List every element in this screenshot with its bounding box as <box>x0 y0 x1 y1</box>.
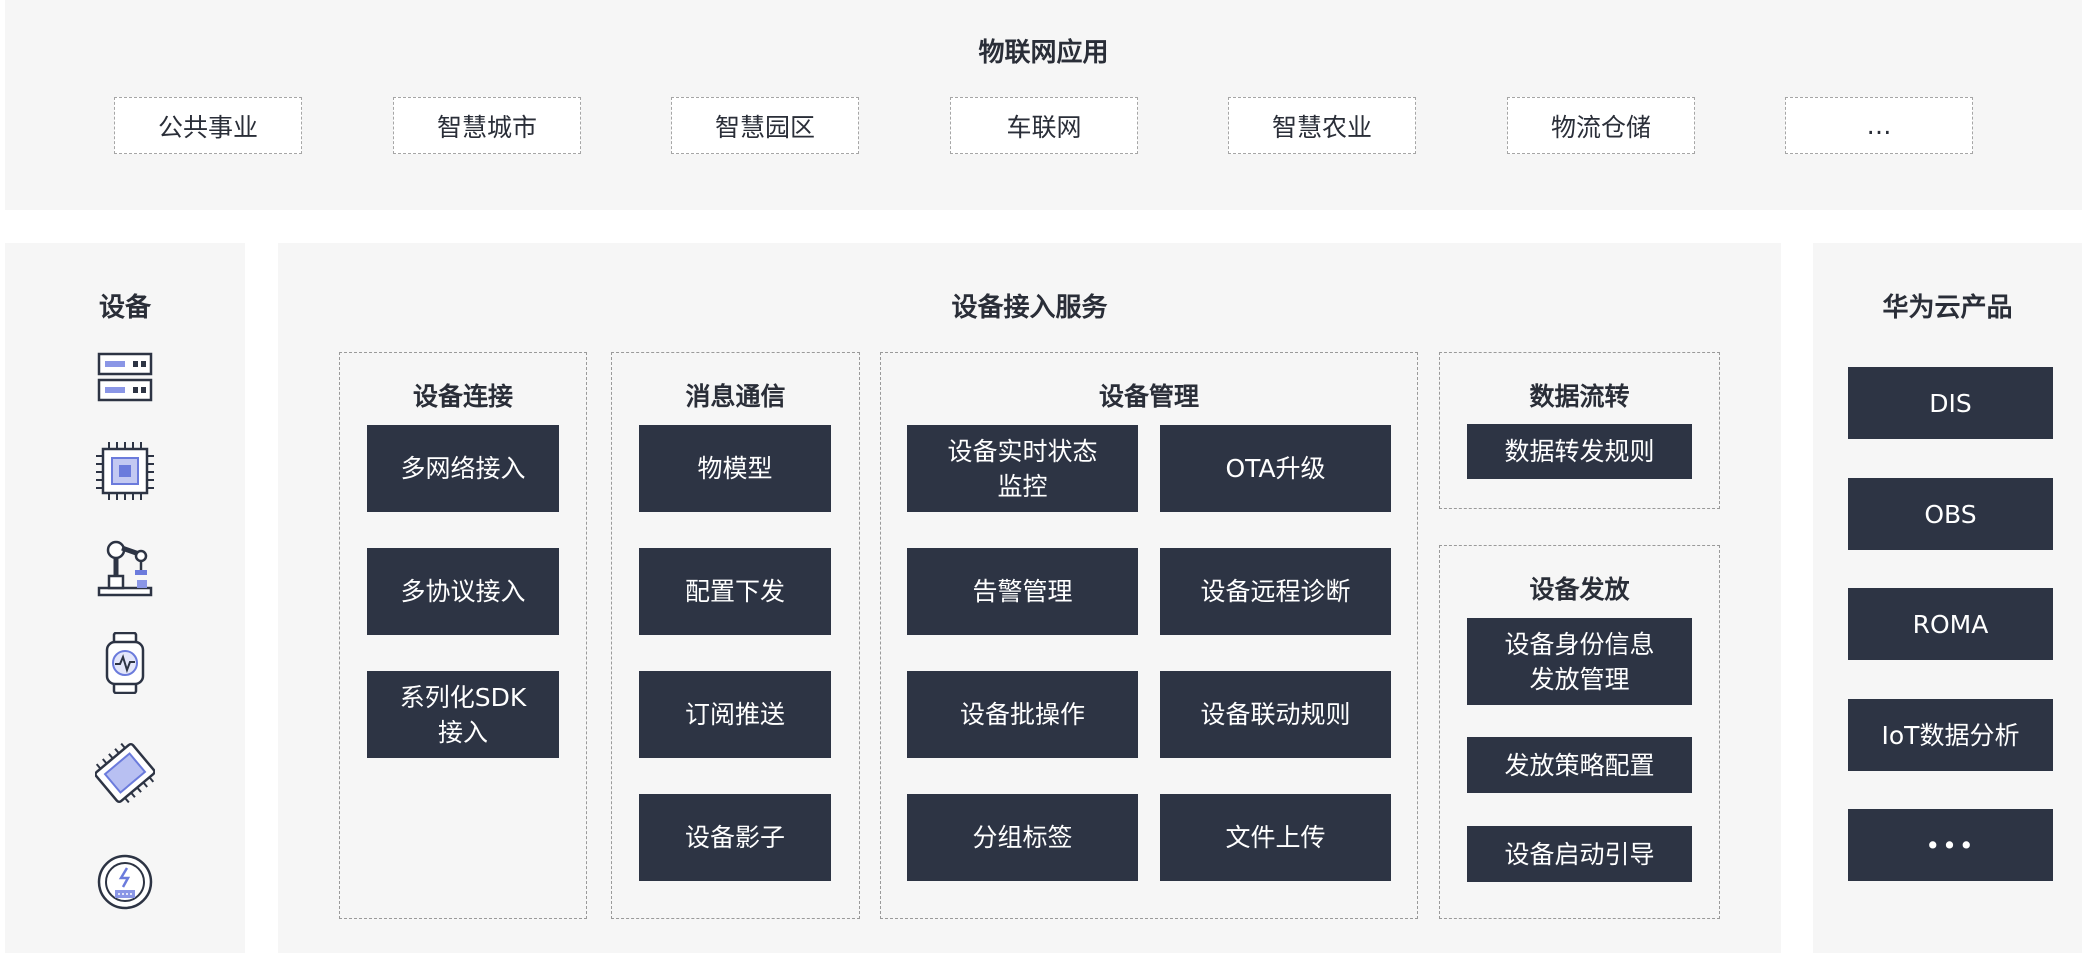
app-logistics-warehousing: 物流仓储 <box>1507 97 1695 154</box>
chip-icon <box>95 440 155 502</box>
app-smart-city: 智慧城市 <box>393 97 581 154</box>
multi-network-access: 多网络接入 <box>367 425 559 512</box>
cloud-product-dis: DIS <box>1848 367 2053 439</box>
cloud-product-roma: ROMA <box>1848 588 2053 660</box>
alarm-management: 告警管理 <box>907 548 1138 635</box>
group-messaging: 消息通信 <box>611 352 860 919</box>
app-smart-agriculture: 智慧农业 <box>1228 97 1416 154</box>
robot-arm-icon <box>95 536 155 598</box>
cloud-product-iot-analytics: IoT数据分析 <box>1848 699 2053 771</box>
group-device-provisioning-title: 设备发放 <box>1529 575 1630 604</box>
group-device-connection-title: 设备连接 <box>412 382 513 411</box>
device-bootstrap: 设备启动引导 <box>1467 826 1692 882</box>
group-data-flow: 数据流转 <box>1439 352 1720 509</box>
group-data-flow-title: 数据流转 <box>1529 382 1630 411</box>
device-shadow: 设备影子 <box>639 794 831 881</box>
config-delivery: 配置下发 <box>639 548 831 635</box>
app-public-utilities: 公共事业 <box>114 97 302 154</box>
group-device-management: 设备管理 <box>880 352 1418 919</box>
ota-upgrade: OTA升级 <box>1160 425 1391 512</box>
identity-provisioning-management: 设备身份信息 发放管理 <box>1467 618 1692 705</box>
iot-apps-title: 物联网应用 <box>978 38 1109 68</box>
cloud-products-title: 华为云产品 <box>1882 293 2013 323</box>
smartwatch-icon <box>95 632 155 694</box>
app-connected-vehicles: 车联网 <box>950 97 1138 154</box>
group-device-management-title: 设备管理 <box>1098 382 1199 411</box>
subscription-push: 订阅推送 <box>639 671 831 758</box>
sdk-access: 系列化SDK 接入 <box>367 671 559 758</box>
smart-meter-icon <box>95 850 155 912</box>
app-smart-park: 智慧园区 <box>671 97 859 154</box>
thing-model: 物模型 <box>639 425 831 512</box>
device-access-service-title: 设备接入服务 <box>951 293 1108 323</box>
file-upload: 文件上传 <box>1160 794 1391 881</box>
batch-operations: 设备批操作 <box>907 671 1138 758</box>
group-tags: 分组标签 <box>907 794 1138 881</box>
multi-protocol-access: 多协议接入 <box>367 548 559 635</box>
remote-diagnostics: 设备远程诊断 <box>1160 548 1391 635</box>
devices-title: 设备 <box>98 293 151 323</box>
cloud-product-obs: OBS <box>1848 478 2053 550</box>
data-forwarding-rules: 数据转发规则 <box>1467 424 1692 479</box>
device-linkage-rules: 设备联动规则 <box>1160 671 1391 758</box>
realtime-status-monitoring: 设备实时状态 监控 <box>907 425 1138 512</box>
group-device-connection: 设备连接 <box>339 352 587 919</box>
sensor-board-icon <box>95 742 155 804</box>
server-icon <box>95 348 155 410</box>
cloud-product-more: ••• <box>1848 809 2053 881</box>
group-device-provisioning: 设备发放 <box>1439 545 1720 919</box>
provisioning-policy-config: 发放策略配置 <box>1467 737 1692 793</box>
app-more: … <box>1785 97 1973 154</box>
group-messaging-title: 消息通信 <box>685 382 786 411</box>
